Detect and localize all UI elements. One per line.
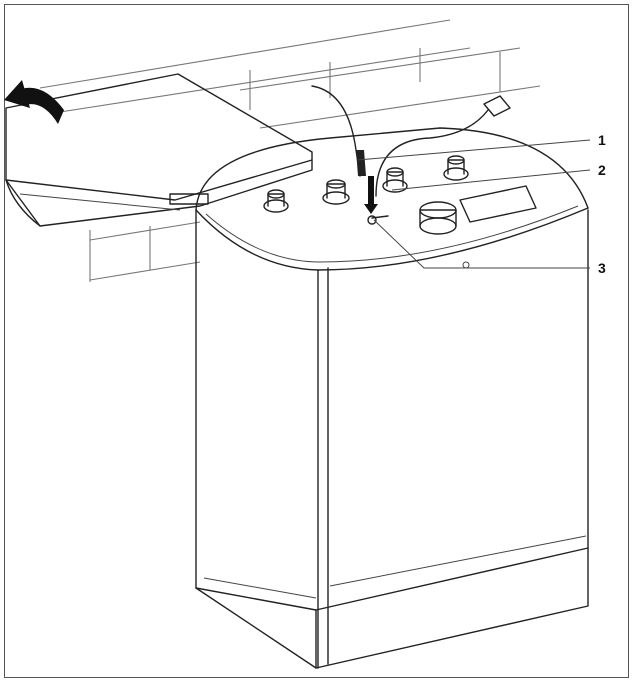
callout-leaders — [357, 139, 591, 269]
sensor-cables — [311, 85, 511, 214]
callout-2: 2 — [598, 162, 606, 178]
water-heater-unit — [195, 127, 589, 669]
lift-arrow-icon — [4, 80, 64, 124]
figure-frame — [4, 4, 629, 678]
callout-3: 3 — [598, 260, 606, 276]
tiled-wall — [39, 19, 541, 282]
pipe-connections — [263, 155, 537, 269]
callout-1: 1 — [598, 132, 606, 148]
